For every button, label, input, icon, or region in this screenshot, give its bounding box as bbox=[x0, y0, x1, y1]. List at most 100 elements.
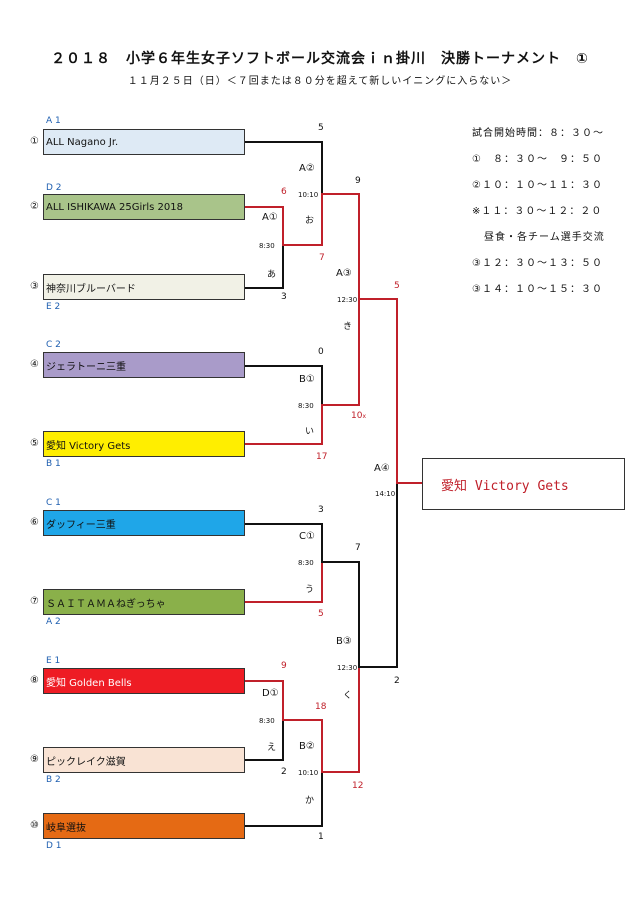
seed-label: D 1 bbox=[46, 841, 62, 851]
line-d1-top bbox=[244, 680, 284, 721]
score-a1-bottom: 3 bbox=[281, 292, 287, 302]
team-box: ALL Nagano Jr. bbox=[43, 129, 245, 155]
team-box: 愛知 Victory Gets bbox=[43, 431, 245, 457]
schedule-line: 試合開始時間：８：３０～ bbox=[472, 128, 604, 139]
line-a4-bottom bbox=[358, 482, 398, 668]
score-b2-top: 18 bbox=[315, 702, 327, 712]
team-name: 岐阜選抜 bbox=[46, 822, 86, 834]
line-b2-top bbox=[282, 719, 323, 773]
line-a4-top bbox=[358, 298, 398, 484]
line-b3-bottom bbox=[321, 666, 360, 773]
team-name: 愛知 Victory Gets bbox=[46, 440, 131, 452]
score-a2-top: 5 bbox=[318, 123, 324, 133]
court-c1: う bbox=[305, 585, 315, 595]
match-time-a1: 8:30 bbox=[259, 242, 275, 250]
line-c1-bottom bbox=[244, 561, 323, 603]
line-a2-bottom bbox=[282, 193, 323, 246]
champion-box: 愛知 Victory Gets bbox=[422, 458, 625, 510]
match-time-a4: 14:10 bbox=[375, 490, 396, 498]
score-d1-bottom: 2 bbox=[281, 767, 287, 777]
team-number: ③ bbox=[30, 281, 39, 292]
seed-label: A 1 bbox=[46, 116, 61, 126]
team-box: 愛知 Golden Bells bbox=[43, 668, 245, 694]
line-a1-top bbox=[244, 206, 284, 246]
score-note: x bbox=[362, 413, 367, 420]
page-title: ２０１８ 小学６年生女子ソフトボール交流会ｉｎ掛川 決勝トーナメント ① bbox=[51, 51, 589, 67]
match-id-b1: B① bbox=[299, 374, 315, 385]
line-b2-bottom bbox=[244, 771, 323, 827]
team-number: ① bbox=[30, 136, 39, 147]
line-a1-bottom bbox=[244, 244, 284, 289]
team-box: ＳＡＩＴＡＭＡねぎっちゃ bbox=[43, 589, 245, 615]
match-time-c1: 8:30 bbox=[298, 559, 314, 567]
seed-label: E 2 bbox=[46, 302, 61, 312]
score-b2-bottom: 1 bbox=[318, 832, 324, 842]
schedule-line: ②１０：１０～１１：３０ bbox=[472, 180, 603, 191]
line-a3-bottom bbox=[321, 298, 360, 406]
schedule-line: ③１２：３０～１３：５０ bbox=[472, 258, 603, 269]
match-time-a3: 12:30 bbox=[337, 296, 358, 304]
line-b1-bottom bbox=[244, 404, 323, 445]
team-name: ALL Nagano Jr. bbox=[46, 136, 119, 148]
team-number: ② bbox=[30, 201, 39, 212]
team-number: ⑥ bbox=[30, 517, 39, 528]
schedule-line: ① ８：３０～ ９：５０ bbox=[472, 154, 603, 165]
team-name: ピックレイク滋賀 bbox=[46, 756, 126, 768]
score-a4-bottom: 2 bbox=[394, 676, 400, 686]
score-d1-top: 9 bbox=[281, 661, 287, 671]
team-number: ⑩ bbox=[30, 820, 39, 831]
match-id-a2: A② bbox=[299, 163, 315, 174]
seed-label: B 2 bbox=[46, 775, 61, 785]
team-name: ＳＡＩＴＡＭＡねぎっちゃ bbox=[46, 598, 166, 610]
team-number: ⑧ bbox=[30, 675, 39, 686]
line-b1-top bbox=[244, 365, 323, 406]
team-number: ⑦ bbox=[30, 596, 39, 607]
court-b1: い bbox=[305, 427, 315, 437]
match-id-b3: B③ bbox=[336, 636, 352, 647]
score-b1-bottom: 17 bbox=[316, 452, 328, 462]
team-box: 岐阜選抜 bbox=[43, 813, 245, 839]
team-name: ダッフィー三重 bbox=[46, 519, 116, 531]
court-b2: か bbox=[305, 796, 315, 806]
score-b1-top: 0 bbox=[318, 347, 324, 357]
score-a4-top: 5 bbox=[394, 281, 400, 291]
schedule-line: 昼食・各チーム選手交流 bbox=[484, 232, 605, 243]
team-name: ジェラトーニ三重 bbox=[46, 361, 126, 373]
schedule-line: ③１４：１０～１５：３０ bbox=[472, 284, 603, 295]
score-a1-top: 6 bbox=[281, 187, 287, 197]
match-id-c1: C① bbox=[299, 531, 315, 542]
line-a3-top bbox=[321, 193, 360, 300]
match-id-a1: A① bbox=[262, 212, 278, 223]
match-time-a2: 10:10 bbox=[298, 191, 319, 199]
court-a1: あ bbox=[267, 270, 277, 280]
score-c1-bottom: 5 bbox=[318, 609, 324, 619]
court-a3: き bbox=[343, 322, 353, 332]
court-d1: え bbox=[267, 743, 277, 753]
seed-label: C 2 bbox=[46, 340, 61, 350]
seed-label: C 1 bbox=[46, 498, 61, 508]
team-name: ALL ISHIKAWA 25Girls 2018 bbox=[46, 201, 183, 213]
page-subtitle: １１月２５日（日）＜７回または８０分を超えて新しいイニングに入らない＞ bbox=[127, 76, 513, 87]
team-box: 神奈川ブルーバード bbox=[43, 274, 245, 300]
score-a3-top: 9 bbox=[355, 176, 361, 186]
court-a2: お bbox=[305, 216, 315, 226]
match-time-d1: 8:30 bbox=[259, 717, 275, 725]
team-box: ALL ISHIKAWA 25Girls 2018 bbox=[43, 194, 245, 220]
line-a2-top bbox=[244, 141, 323, 195]
team-number: ④ bbox=[30, 359, 39, 370]
schedule-line: ※１１：３０～１２：２０ bbox=[472, 206, 603, 217]
match-time-b2: 10:10 bbox=[298, 769, 319, 777]
match-id-b2: B② bbox=[299, 741, 315, 752]
score-b3-bottom: 12 bbox=[352, 781, 364, 791]
seed-label: A 2 bbox=[46, 617, 61, 627]
match-id-a4: A④ bbox=[374, 463, 390, 474]
score-value: 10 bbox=[351, 411, 363, 421]
line-b3-top bbox=[321, 561, 360, 668]
team-number: ⑤ bbox=[30, 438, 39, 449]
seed-label: B 1 bbox=[46, 459, 61, 469]
champion-name: 愛知 Victory Gets bbox=[441, 478, 569, 494]
match-time-b3: 12:30 bbox=[337, 664, 358, 672]
team-name: 神奈川ブルーバード bbox=[46, 283, 136, 295]
team-box: ピックレイク滋賀 bbox=[43, 747, 245, 773]
